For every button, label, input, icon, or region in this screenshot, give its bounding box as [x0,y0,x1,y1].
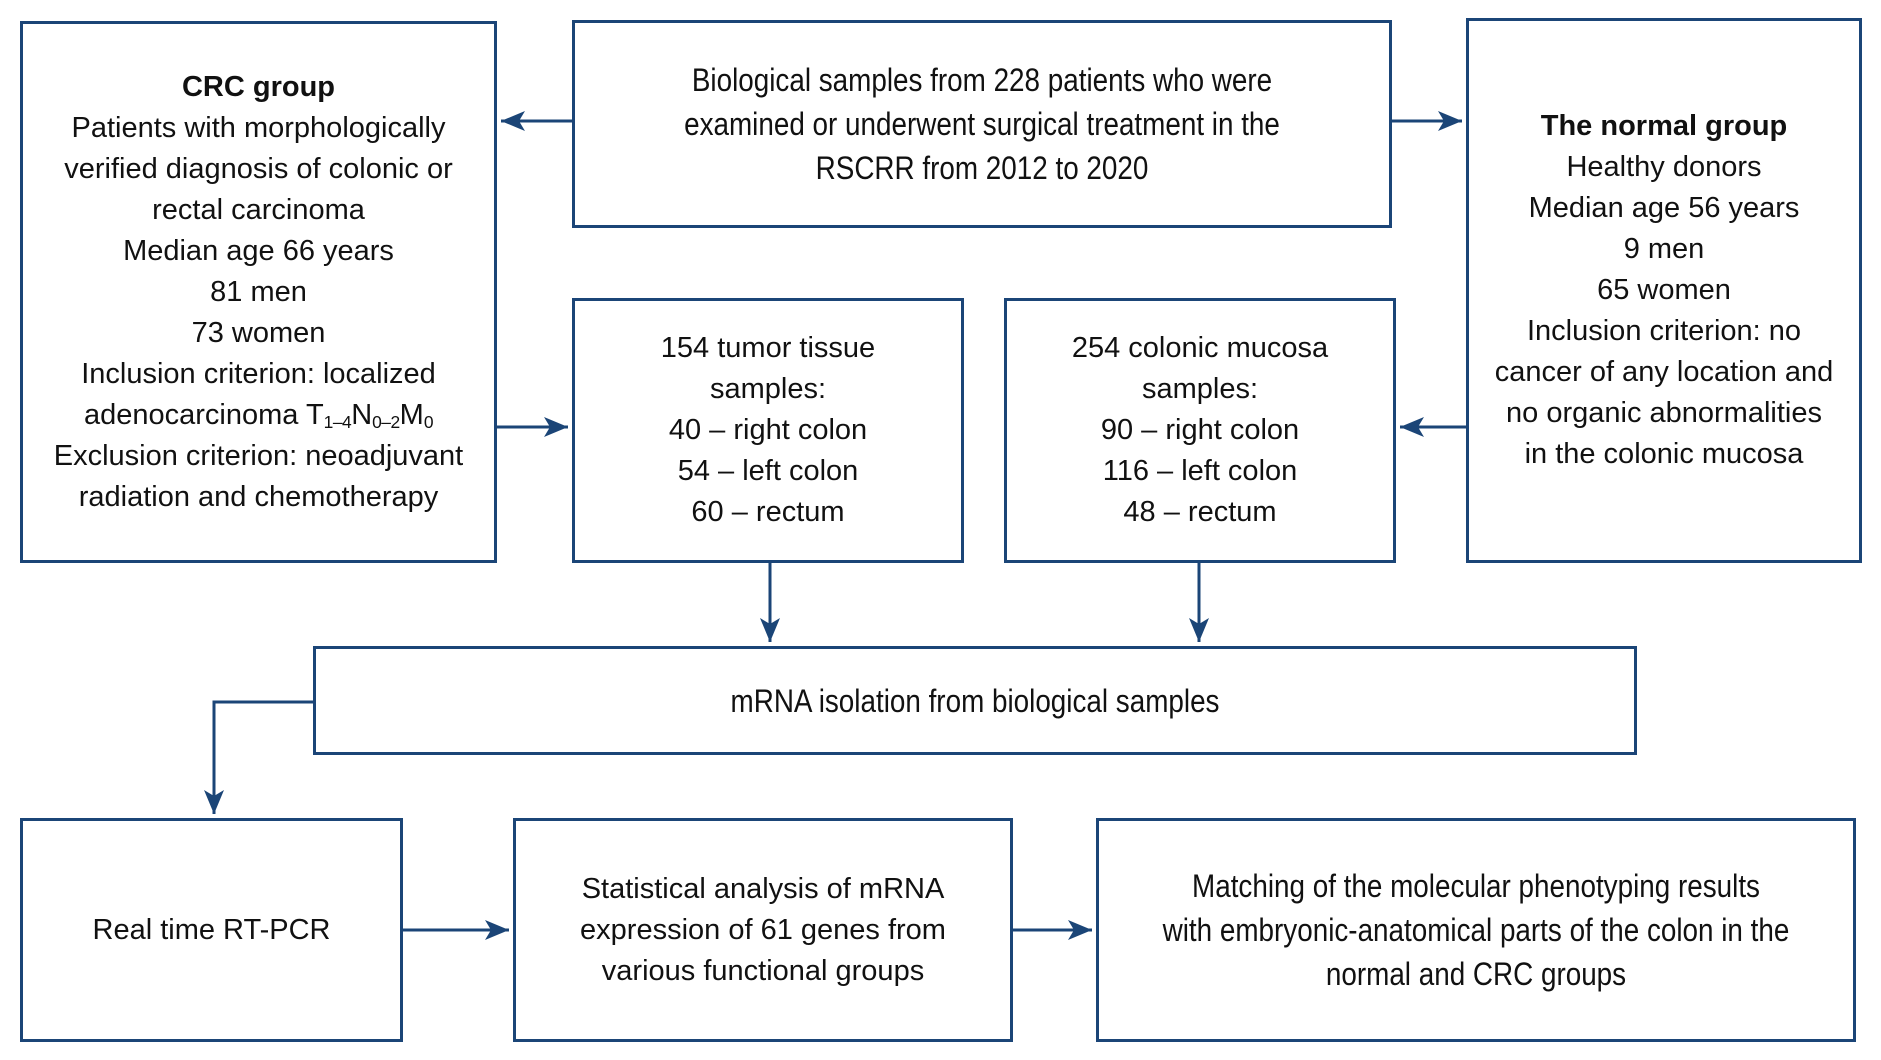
tumor-line: 60 – rectum [691,496,845,528]
normal-group-title: The normal group [1540,110,1788,142]
mucosa-samples-box: 254 colonic mucosa samples: 90 – right c… [1004,298,1396,563]
matching-results-content: Matching of the molecular phenotyping re… [1148,864,1804,996]
statistical-analysis-box: Statistical analysis of mRNA expression … [513,818,1013,1042]
mucosa-line: 254 colonic mucosa [1071,332,1329,364]
stats-line: various functional groups [601,954,925,987]
normal-line: cancer of any location and [1494,356,1834,388]
normal-group-content: The normal group Healthy donors Median a… [1469,106,1859,475]
crc-line: verified diagnosis of colonic or [64,152,453,185]
statistical-analysis-content: Statistical analysis of mRNA expression … [516,869,1010,992]
rt-pcr-line: Real time RT-PCR [92,913,331,946]
crc-group-content: CRC group Patients with morphologically … [23,67,494,518]
matching-line: Matching of the molecular phenotyping re… [1192,868,1760,904]
crc-line: 81 men [210,275,307,308]
biological-line: Biological samples from 228 patients who… [691,62,1273,98]
matching-line: normal and CRC groups [1325,956,1627,992]
arrow-mrna-to-rtpcr [204,700,313,814]
stats-line: Statistical analysis of mRNA [581,872,945,905]
tumor-line: 154 tumor tissue [660,332,876,364]
stats-line: expression of 61 genes from [580,913,946,946]
crc-line: 73 women [191,316,326,349]
mucosa-line: 90 – right colon [1100,414,1300,446]
crc-group-title: CRC group [181,70,336,103]
mrna-isolation-content: mRNA isolation from biological samples [402,679,1549,723]
rt-pcr-content: Real time RT-PCR [23,910,400,951]
normal-line: Healthy donors [1566,151,1762,183]
normal-line: no organic abnormalities [1506,397,1822,429]
crc-line: radiation and chemotherapy [78,480,439,513]
normal-group-box: The normal group Healthy donors Median a… [1466,18,1862,563]
tumor-samples-box: 154 tumor tissue samples: 40 – right col… [572,298,964,563]
normal-line: Inclusion criterion: no [1526,315,1802,347]
mrna-isolation-box: mRNA isolation from biological samples [313,646,1637,755]
mucosa-line: samples: [1141,373,1259,405]
crc-tnm-line: adenocarcinoma T1–4N0–2M0 [84,398,434,432]
crc-group-box: CRC group Patients with morphologically … [20,21,497,563]
normal-line: Median age 56 years [1528,192,1800,224]
matching-line: with embryonic-anatomical parts of the c… [1162,912,1790,948]
matching-results-box: Matching of the molecular phenotyping re… [1096,818,1856,1042]
crc-line: Patients with morphologically [71,111,446,144]
mucosa-line: 116 – left colon [1102,455,1298,487]
biological-samples-box: Biological samples from 228 patients who… [572,20,1392,228]
tumor-line: samples: [709,373,827,405]
crc-line: Median age 66 years [123,234,394,267]
normal-line: 65 women [1597,274,1731,306]
normal-line: 9 men [1623,233,1705,265]
mucosa-samples-content: 254 colonic mucosa samples: 90 – right c… [1007,328,1393,533]
tumor-line: 40 – right colon [668,414,868,446]
crc-line: rectal carcinoma [152,193,365,226]
mucosa-line: 48 – rectum [1123,496,1277,528]
biological-samples-content: Biological samples from 228 patients who… [628,58,1336,190]
biological-line: RSCRR from 2012 to 2020 [815,150,1149,186]
rt-pcr-box: Real time RT-PCR [20,818,403,1042]
crc-line: Exclusion criterion: neoadjuvant [53,439,464,472]
crc-line: Inclusion criterion: localized [81,357,436,390]
normal-line: in the colonic mucosa [1524,438,1804,470]
biological-line: examined or underwent surgical treatment… [684,106,1280,142]
tumor-line: 54 – left colon [677,455,859,487]
tumor-samples-content: 154 tumor tissue samples: 40 – right col… [575,328,961,533]
mrna-line: mRNA isolation from biological samples [730,682,1220,719]
